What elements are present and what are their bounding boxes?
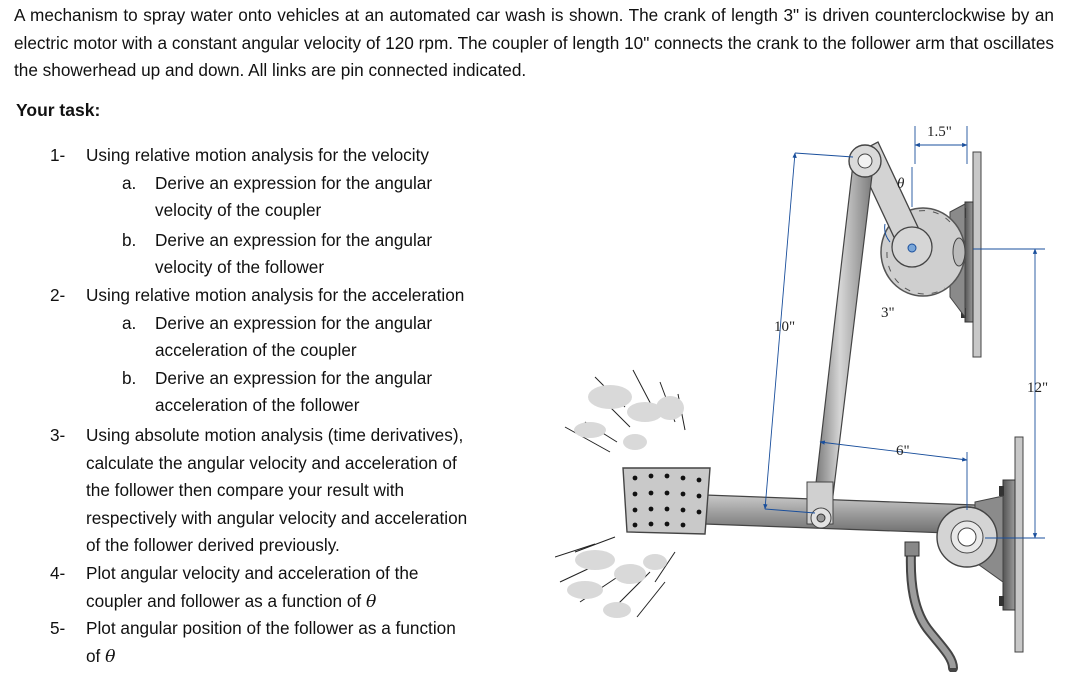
dimension-lines <box>763 126 1045 539</box>
problem-statement: A mechanism to spray water onto vehicles… <box>14 5 1054 80</box>
task-heading: Your task: <box>16 100 101 120</box>
dimension-label-3: 3" <box>881 305 895 321</box>
spray-mist <box>567 385 684 618</box>
theta-symbol: θ <box>365 592 377 612</box>
task-text: Using relative motion analysis for the a… <box>86 285 465 305</box>
follower-link <box>704 481 976 535</box>
subtask-text: Derive an expression for the angular <box>155 173 433 193</box>
task-text: Using absolute motion analysis (time der… <box>86 425 464 445</box>
subtask-letter: a. <box>122 173 137 193</box>
task-number: 2- <box>50 285 66 305</box>
mechanism-figure: 1.5" θ 3" 10" 6" 12" <box>555 124 1048 672</box>
subtask-text: acceleration of the follower <box>155 395 360 415</box>
dimension-label-1-5: 1.5" <box>927 124 952 140</box>
subtask-text: acceleration of the coupler <box>155 340 357 360</box>
dimension-label-6: 6" <box>896 443 910 459</box>
subtask-text: Derive an expression for the angular <box>155 313 433 333</box>
task-number: 4- <box>50 563 66 583</box>
task-text: of θ <box>86 643 115 670</box>
theta-angle-label: θ <box>897 176 905 192</box>
showerhead <box>622 467 711 535</box>
subtask-letter: a. <box>122 313 137 333</box>
hose-fitting <box>904 541 920 557</box>
dimension-label-12: 12" <box>1027 380 1048 396</box>
subtask-text: Derive an expression for the angular <box>155 230 433 250</box>
lower-wall-support <box>936 436 1024 653</box>
task-text: the follower then compare your result wi… <box>86 480 405 500</box>
task-text: coupler and follower as a function of θ <box>86 588 376 615</box>
task-number: 5- <box>50 618 66 638</box>
task-text-part: of <box>86 646 106 666</box>
theta-symbol: θ <box>105 647 116 667</box>
subtask-letter: b. <box>122 368 137 388</box>
task-number: 3- <box>50 425 66 445</box>
subtask-text: Derive an expression for the angular <box>155 368 433 388</box>
coupler-link <box>812 144 882 513</box>
subtask-text: velocity of the follower <box>155 257 325 277</box>
task-text: respectively with angular velocity and a… <box>86 508 468 528</box>
subtask-text: velocity of the coupler <box>155 200 322 220</box>
water-hose-highlight <box>907 551 956 669</box>
task-text: Using relative motion analysis for the v… <box>86 145 429 165</box>
task-text: of the follower derived previously. <box>86 535 340 555</box>
dimension-label-10: 10" <box>774 319 795 335</box>
task-text: calculate the angular velocity and accel… <box>86 453 457 473</box>
subtask-letter: b. <box>122 230 137 250</box>
task-number: 1- <box>50 145 66 165</box>
task-text: Plot angular position of the follower as… <box>86 618 456 638</box>
task-text: Plot angular velocity and acceleration o… <box>86 563 419 583</box>
task-text-part: coupler and follower as a function of <box>86 591 366 611</box>
